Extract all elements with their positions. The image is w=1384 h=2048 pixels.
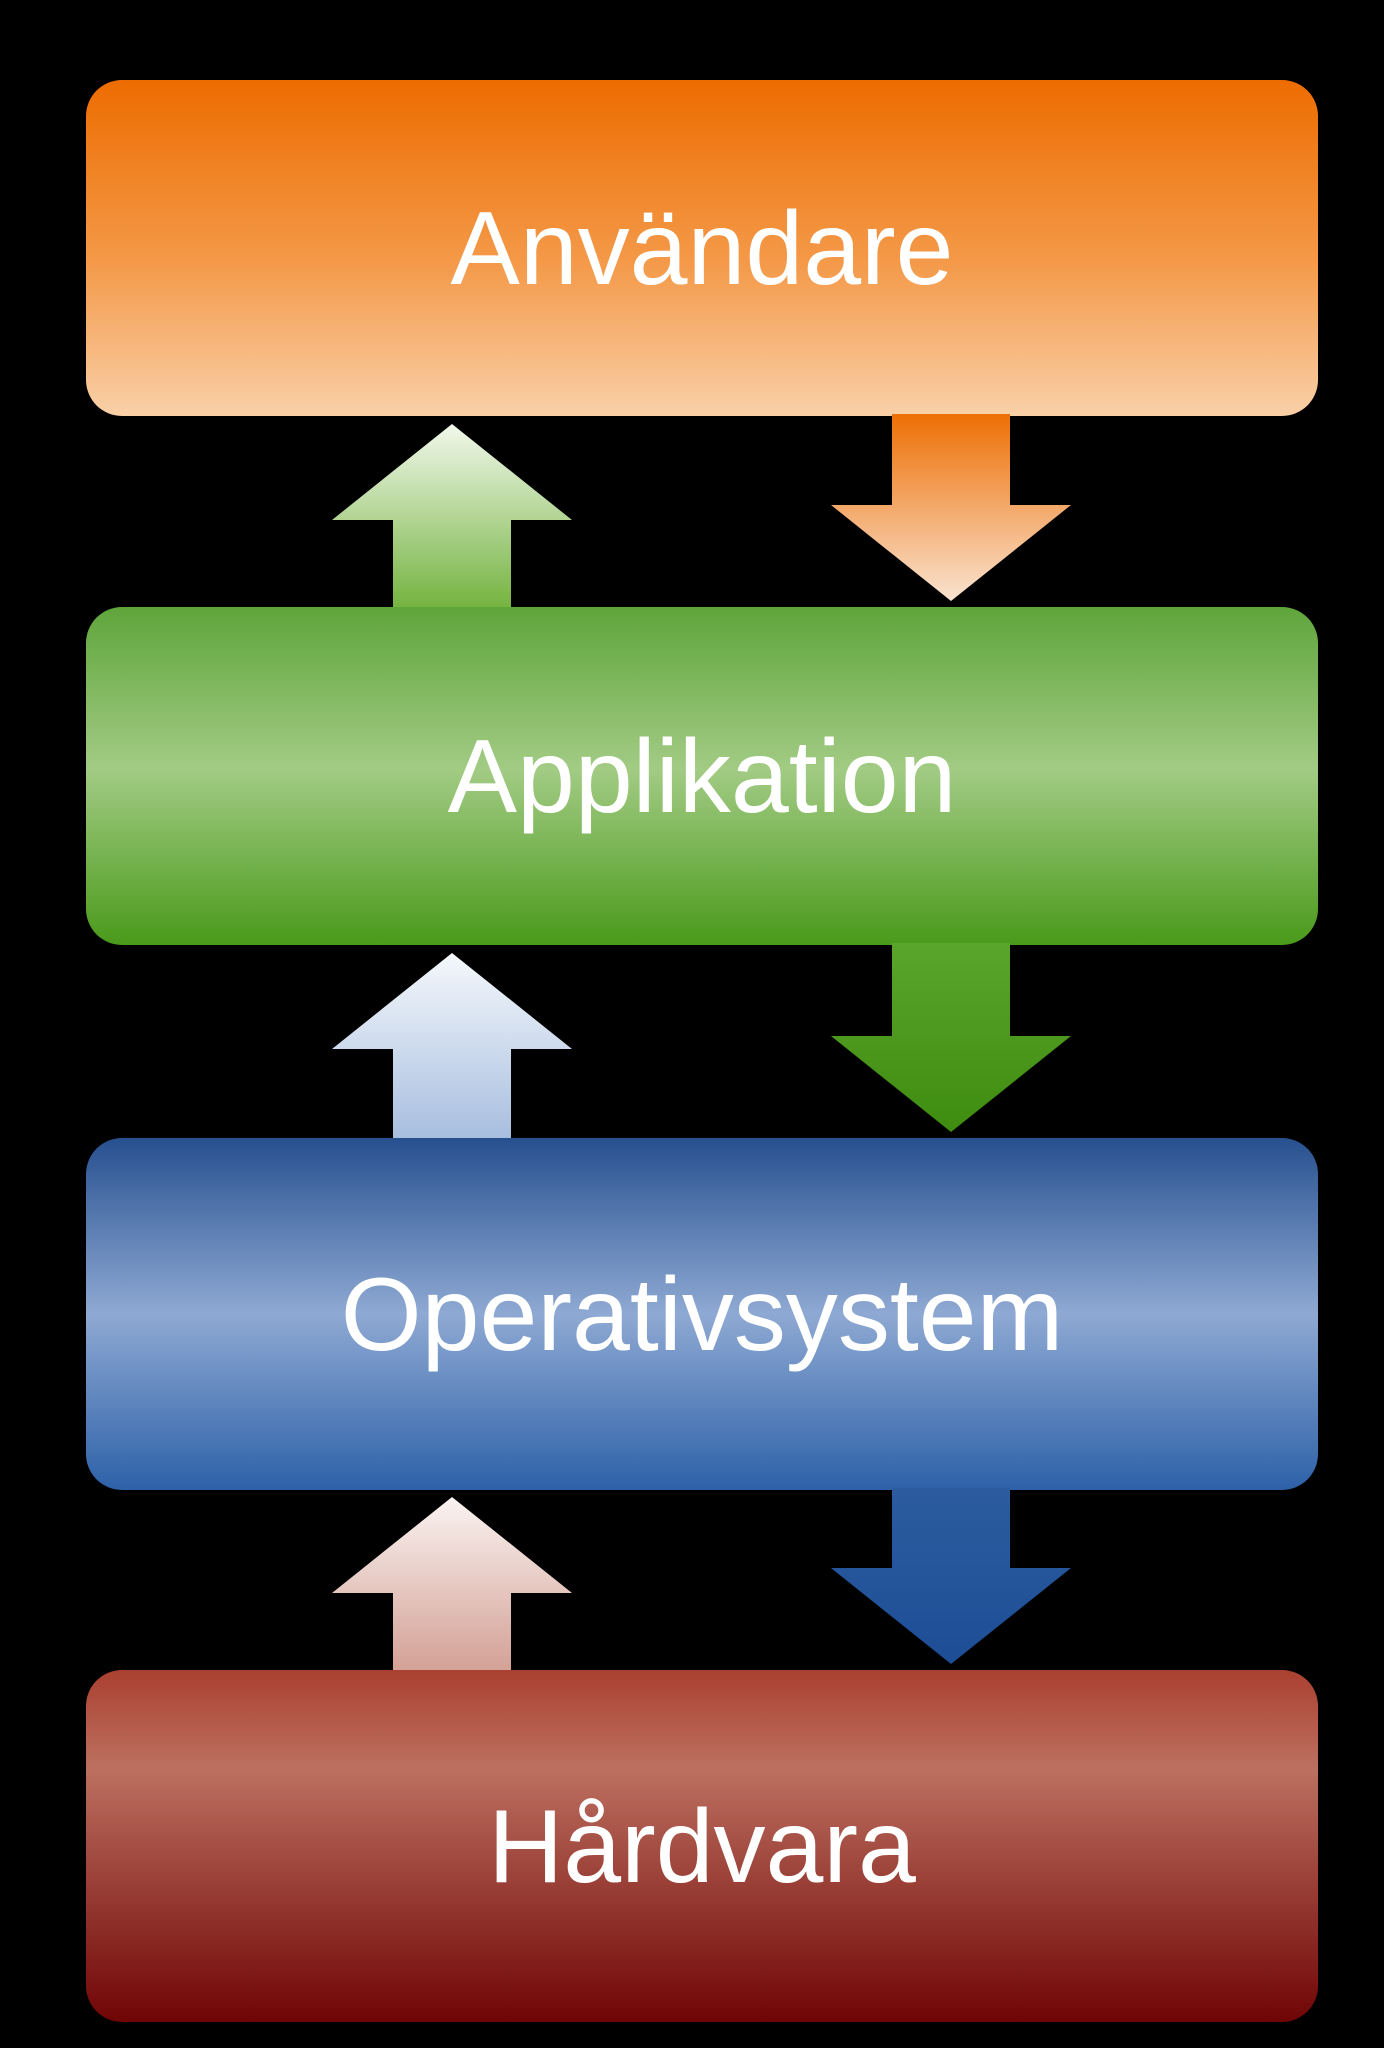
layer-applikation: Applikation (86, 607, 1318, 945)
anvandare-box (86, 80, 1318, 416)
layer-hardvara: Hårdvara (86, 1670, 1318, 2022)
up-arrow-operativsystem-to-applikation (332, 953, 572, 1140)
hardvara-label: Hårdvara (488, 1789, 916, 1905)
up-arrow-applikation-to-anvandare (332, 424, 572, 609)
down-arrow-anvandare-to-applikation (831, 414, 1071, 601)
layer-operativsystem: Operativsystem (86, 1138, 1318, 1490)
operativsystem-box (86, 1138, 1318, 1490)
hardvara-box (86, 1670, 1318, 2022)
up-arrow-hardvara-to-operativsystem (332, 1497, 572, 1672)
anvandare-label: Användare (450, 191, 953, 307)
down-arrow-applikation-to-operativsystem (831, 943, 1071, 1132)
down-arrow-operativsystem-to-hardvara (831, 1488, 1071, 1664)
layer-anvandare: Användare (86, 80, 1318, 416)
applikation-box (86, 607, 1318, 945)
operativsystem-label: Operativsystem (341, 1257, 1063, 1373)
applikation-label: Applikation (448, 719, 957, 835)
